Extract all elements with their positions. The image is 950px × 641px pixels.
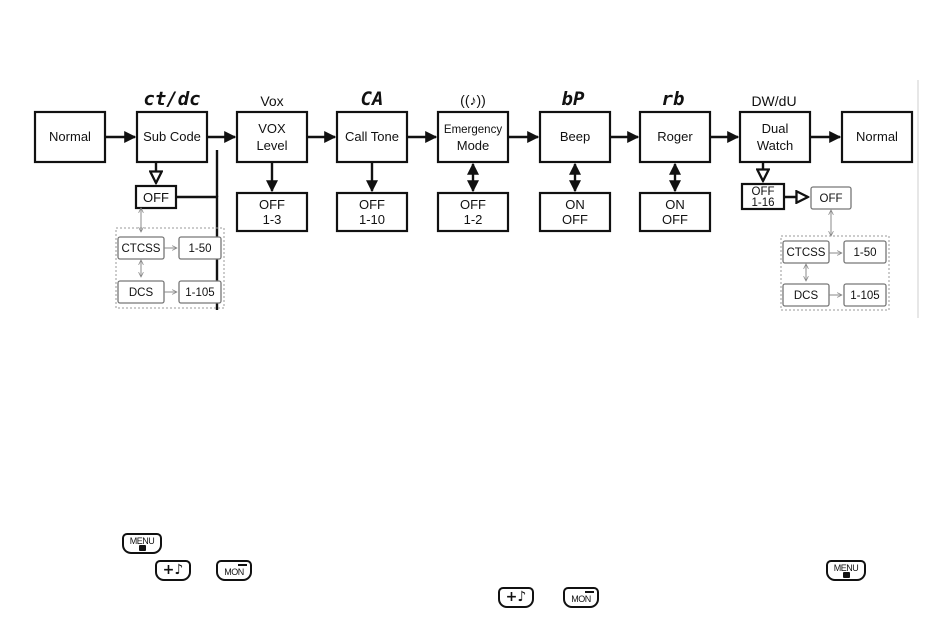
node-dw-dcs-label: DCS [794,290,819,302]
node-ctcss-range-label: 1-50 [188,243,211,255]
node-beep-option-2: OFF [562,212,588,227]
node-emergency-label-2: Mode [457,138,490,153]
node-vox-label-1: VOX [258,121,286,136]
header-vox: Vox [260,93,283,109]
plus-key-glyph: +♪ [157,562,189,579]
node-subcode-off-label: OFF [143,190,169,205]
node-dcs-label: DCS [129,287,154,299]
node-ctcss-label: CTCSS [122,243,161,255]
node-beep-label: Beep [560,129,590,144]
node-roger-label: Roger [657,129,693,144]
minus-icon [238,564,247,566]
header-beep: bP [562,88,585,110]
menu-key-icon: MENU [122,533,162,554]
minus-icon-bottom [585,591,594,593]
node-normal-start-label: Normal [49,129,91,144]
node-calltone-option-1: OFF [359,197,385,212]
node-vox-option-1: OFF [259,197,285,212]
header-subcode: ct/dc [143,88,200,110]
header-dualwatch: DW/dU [751,93,796,109]
plus-key-icon-bottom: +♪ [498,587,534,608]
plus-key-glyph-bottom: +♪ [500,589,532,606]
lock-icon-right [843,572,850,578]
node-dual-watch [740,112,810,162]
node-dualwatch-label-1: Dual [762,121,789,136]
node-roger-option-2: OFF [662,212,688,227]
node-roger-option-1: ON [665,197,685,212]
mon-key-label-bottom: MON [565,594,597,604]
node-emergency-option-2: 1-2 [464,212,483,227]
node-vox-option-2: 1-3 [263,212,282,227]
mon-key-icon: MON [216,560,252,581]
header-emergency-icon: ((♪)) [460,92,486,108]
mon-key-label: MON [218,567,250,577]
node-vox-level [237,112,307,162]
node-emergency-mode [438,112,508,162]
node-vox-label-2: Level [256,138,287,153]
node-beep-option-1: ON [565,197,585,212]
header-calltone: CA [361,88,384,110]
node-calltone-label: Call Tone [345,129,399,144]
header-roger: rb [662,88,685,110]
node-dw-ctcss-label: CTCSS [787,247,826,259]
mon-key-icon-bottom: MON [563,587,599,608]
node-dw-off-label: OFF [820,193,843,205]
node-emergency-label-1: Emergency [444,124,502,136]
node-dcs-range-label: 1-105 [185,287,214,299]
node-dw-dcs-range-label: 1-105 [850,290,879,302]
node-emergency-option-1: OFF [460,197,486,212]
node-dw-ctcss-range-label: 1-50 [853,247,876,259]
menu-key-icon-right: MENU [826,560,866,581]
node-subcode-label: Sub Code [143,129,201,144]
node-normal-end-label: Normal [856,129,898,144]
plus-key-icon: +♪ [155,560,191,581]
node-dualwatch-label-2: Watch [757,138,793,153]
lock-icon [139,545,146,551]
node-dw-option-2: 1-16 [751,197,774,209]
node-calltone-option-2: 1-10 [359,212,385,227]
